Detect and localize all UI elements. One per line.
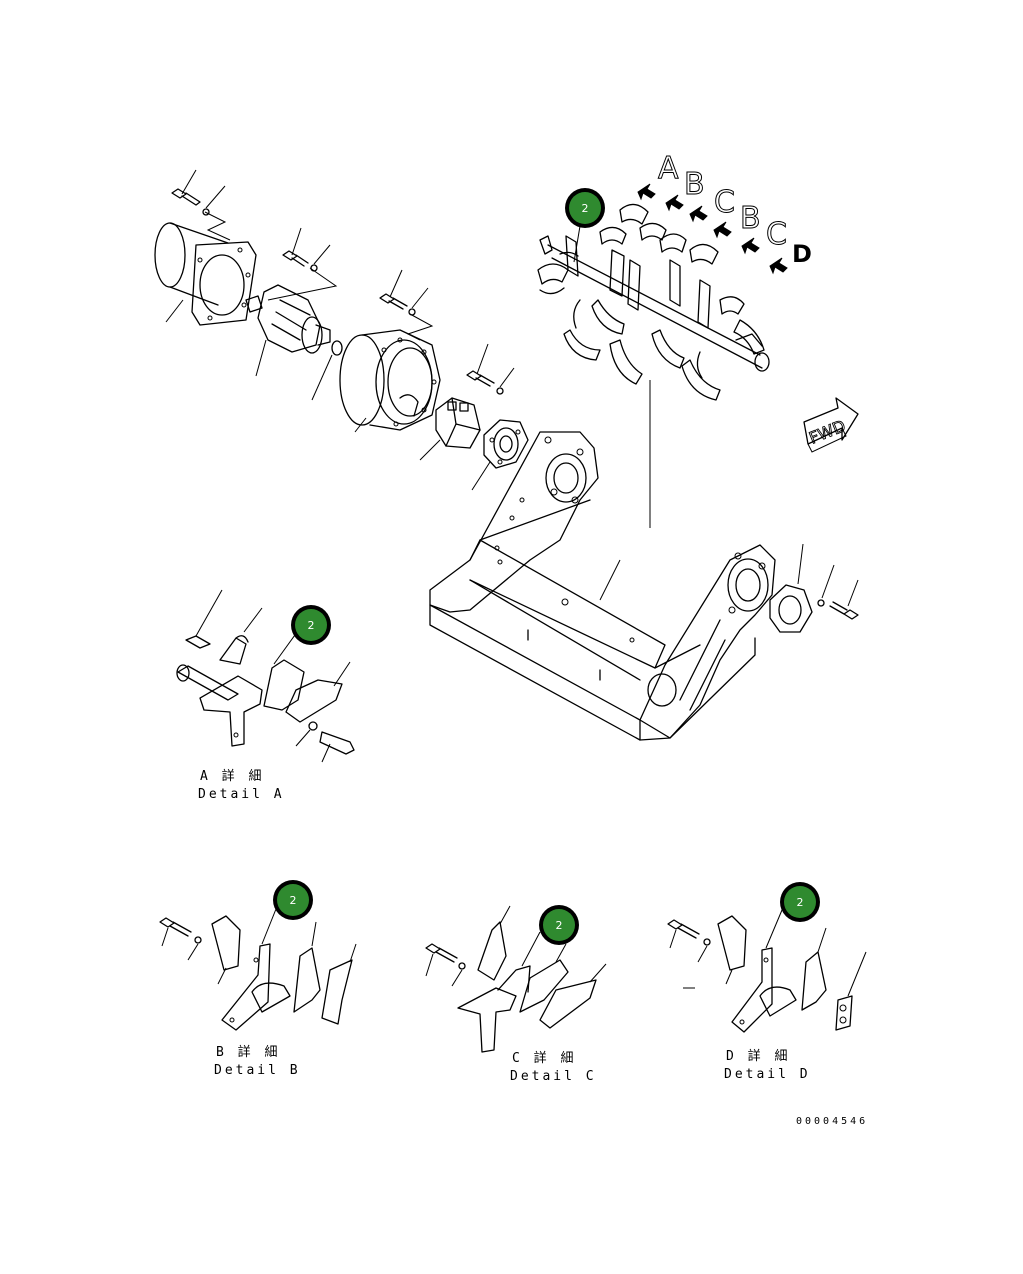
callout-detail-d[interactable]: 2 xyxy=(780,882,820,922)
view-letter-c2: C xyxy=(766,217,787,252)
cover-washer xyxy=(202,208,210,216)
detail-c-drawing xyxy=(425,905,607,1053)
view-letter-a: A xyxy=(658,151,679,186)
callout-main-label: 2 xyxy=(582,202,589,215)
callout-detail-d-label: 2 xyxy=(797,896,804,909)
motor-cover xyxy=(154,222,257,326)
callout-detail-b[interactable]: 2 xyxy=(273,880,313,920)
callout-detail-c-label: 2 xyxy=(556,919,563,932)
drawing-number: 00004546 xyxy=(796,1116,868,1127)
detail-a-drawing xyxy=(176,589,355,763)
hub-bolt xyxy=(466,343,515,395)
fwd-label: FWD xyxy=(806,416,848,448)
leader-zigzag-2 xyxy=(267,267,338,301)
callout-detail-c[interactable]: 2 xyxy=(539,905,579,945)
view-arrows xyxy=(637,183,788,275)
coupling-hub xyxy=(419,397,481,461)
bearing-flange xyxy=(471,419,529,491)
detail-b-title-jp: B 詳 細 xyxy=(216,1044,280,1060)
flange-housing xyxy=(339,329,441,433)
detail-d-drawing xyxy=(667,909,867,1033)
detail-d-title-en: Detail D xyxy=(724,1067,811,1082)
detail-a-title-en: Detail A xyxy=(198,787,285,802)
callout-main[interactable]: 2 xyxy=(565,188,605,228)
rotor-assembly: A B C B C D xyxy=(537,151,812,401)
callout-detail-a-label: 2 xyxy=(308,619,315,632)
housing-group xyxy=(339,269,529,491)
housing-bolt xyxy=(379,269,434,341)
detail-c-title-jp: C 詳 細 xyxy=(512,1050,576,1066)
detail-c-title-en: Detail C xyxy=(510,1069,597,1084)
detail-b-title-en: Detail B xyxy=(214,1063,301,1078)
view-letter-b2: B xyxy=(740,201,761,236)
view-letter-d: D xyxy=(792,240,812,268)
callout-detail-b-label: 2 xyxy=(290,894,297,907)
tine-row xyxy=(537,203,765,401)
view-letter-b1: B xyxy=(684,167,705,202)
motor-cover-group xyxy=(154,169,343,401)
detail-b-drawing xyxy=(159,903,357,1031)
rotor-frame xyxy=(429,380,776,741)
detail-d-title-jp: D 詳 細 xyxy=(726,1048,790,1064)
leader-zigzag-1 xyxy=(204,211,231,241)
right-bearing-group xyxy=(769,543,859,633)
motor-bolt xyxy=(282,227,331,272)
view-letter-c1: C xyxy=(714,185,735,220)
callout-detail-a[interactable]: 2 xyxy=(291,605,331,645)
cover-bolt xyxy=(171,169,201,206)
forward-direction-arrow: FWD xyxy=(803,397,859,453)
motor-nut xyxy=(331,340,343,356)
hydraulic-motor xyxy=(245,284,331,377)
detail-a-title-jp: A 詳 細 xyxy=(200,768,264,784)
